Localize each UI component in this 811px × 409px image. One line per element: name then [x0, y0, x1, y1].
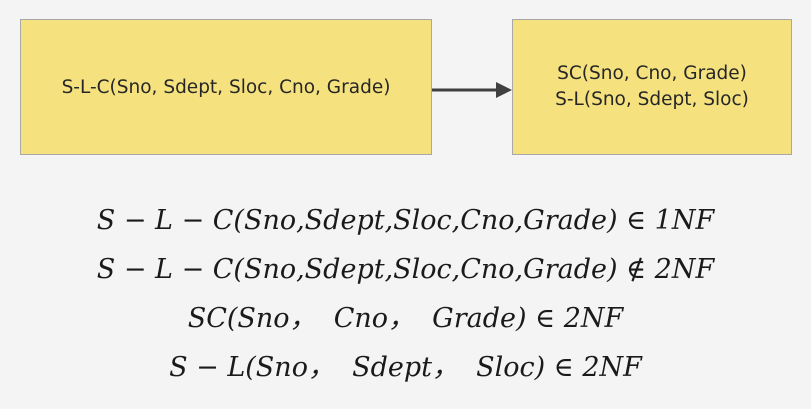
normal-form-label: 2NF — [582, 352, 642, 383]
decomposition-arrow — [432, 82, 512, 98]
formula-expression: S − L − C(Sno,Sdept,Sloc,Cno,Grade) — [96, 254, 618, 285]
normal-form-label: 1NF — [654, 205, 715, 236]
membership-symbol: ∈ — [617, 205, 655, 236]
membership-symbol: ∈ — [545, 352, 583, 383]
decomposed-relation-sc: SC(Sno, Cno, Grade) — [557, 63, 747, 84]
non-membership-symbol: ∉ — [617, 254, 655, 285]
decomposed-relations-box: SC(Sno, Cno, Grade) S-L(Sno, Sdept, Sloc… — [512, 19, 792, 155]
source-relation-box: S-L-C(Sno, Sdept, Sloc, Cno, Grade) — [20, 19, 432, 155]
source-relation-label: S-L-C(Sno, Sdept, Sloc, Cno, Grade) — [61, 76, 391, 98]
normal-form-label: 2NF — [654, 254, 715, 285]
formula-slc-not-2nf: S − L − C(Sno,Sdept,Sloc,Cno,Grade) ∉ 2N… — [0, 245, 811, 294]
formula-expression: SC(Sno， Cno， Grade) — [187, 303, 527, 334]
normal-form-label: 2NF — [563, 303, 624, 334]
formula-expression: S − L − C(Sno,Sdept,Sloc,Cno,Grade) — [96, 205, 618, 236]
formula-expression: S − L(Sno， Sdept， Sloc) — [169, 352, 546, 383]
normal-form-statements: S − L − C(Sno,Sdept,Sloc,Cno,Grade) ∈ 1N… — [0, 196, 811, 392]
decomposed-relation-sl: S-L(Sno, Sdept, Sloc) — [555, 89, 749, 110]
formula-slc-1nf: S − L − C(Sno,Sdept,Sloc,Cno,Grade) ∈ 1N… — [0, 196, 811, 245]
formula-sc-2nf: SC(Sno， Cno， Grade) ∈ 2NF — [0, 294, 811, 343]
membership-symbol: ∈ — [526, 303, 564, 334]
formula-sl-2nf: S − L(Sno， Sdept， Sloc) ∈ 2NF — [0, 343, 811, 392]
